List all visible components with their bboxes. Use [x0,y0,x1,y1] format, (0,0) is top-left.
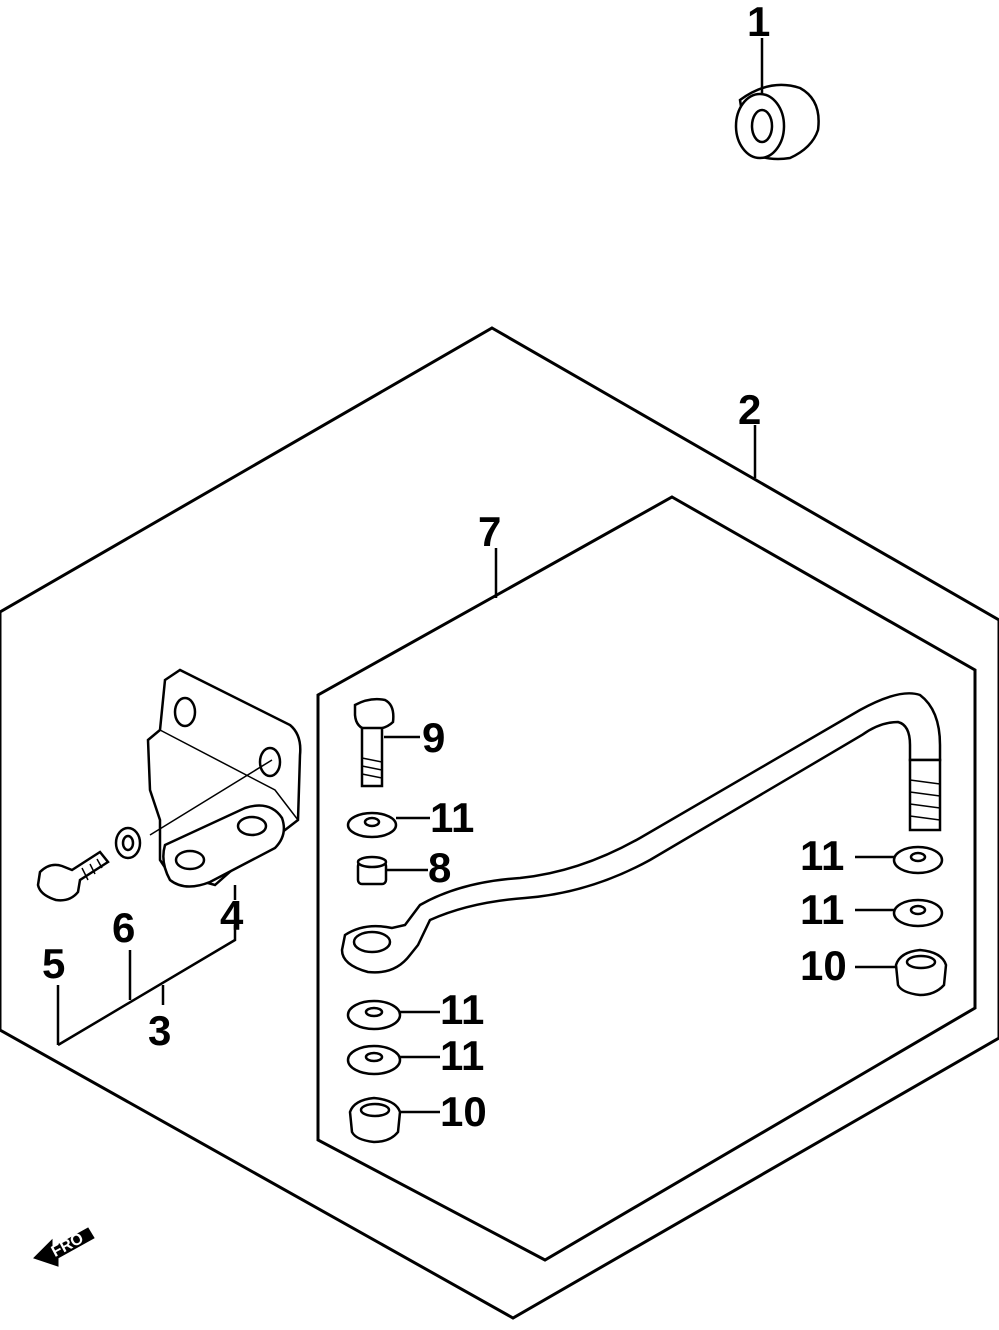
callout-5: 5 [42,940,65,987]
callout-7: 7 [478,508,501,555]
leader-3 [57,925,237,1047]
callout-3: 3 [148,1007,171,1054]
callout-4: 4 [220,892,244,939]
callout-11-e: 11 [440,1032,484,1079]
callout-8: 8 [428,844,451,891]
bushing-part-1 [734,83,820,161]
washer-part-6 [114,826,142,860]
nut-part-10-a [894,948,948,997]
rod-part-7 [340,692,942,974]
washer-part-11-c [892,898,944,928]
bolt-part-9 [353,697,395,788]
nut-part-10-b [348,1096,402,1144]
callout-11-a: 11 [430,794,474,841]
callout-6: 6 [112,904,135,951]
bracket-part-4 [146,668,302,888]
callout-11-d: 11 [440,986,484,1033]
svg-text:FRO: FRO [49,1230,87,1261]
assembly-2-frame [0,326,999,1320]
callout-9: 9 [422,714,445,761]
washer-part-11-d [346,999,402,1031]
callout-11-c: 11 [800,886,844,933]
callout-10-a: 10 [800,942,847,989]
front-arrow-icon: FRO [33,1227,95,1267]
callout-11-b: 11 [800,832,844,879]
callout-10-b: 10 [440,1088,487,1135]
washer-part-11-b [892,845,944,875]
washer-part-11-e [346,1044,402,1076]
collar-part-8 [356,855,388,886]
callout-1: 1 [747,0,770,45]
assembly-7-frame [316,495,977,1262]
callout-2: 2 [738,386,761,433]
washer-part-11-a [346,811,398,839]
bolt-part-5 [36,850,110,902]
